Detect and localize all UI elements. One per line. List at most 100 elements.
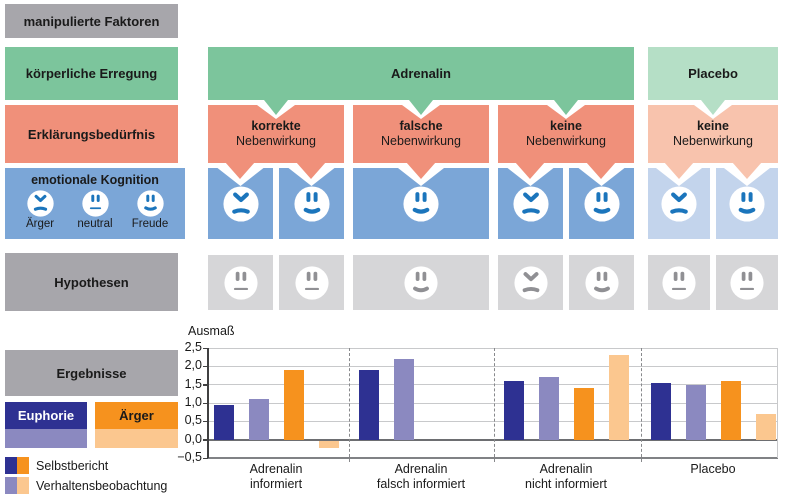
connector-arrow	[664, 162, 694, 179]
x-category-label-line: nicht informiert	[525, 477, 607, 491]
side-effect-bold: falsche	[399, 119, 443, 133]
y-tick-label: 2,5	[184, 340, 202, 354]
euphoria-result-box: Euphorie	[5, 402, 87, 448]
legend-verhaltensbeobachtung: Verhaltensbeobachtung	[5, 477, 167, 494]
legend-label: Selbstbericht	[36, 458, 109, 473]
hypothesis-box-korrekte-1	[208, 255, 273, 310]
connector-arrow	[701, 100, 725, 115]
happy-face-icon	[729, 186, 765, 222]
verhalten-aerger-swatch	[17, 477, 29, 494]
gridline	[208, 365, 778, 367]
y-tick-label: 1,0	[184, 395, 202, 409]
group-separator	[493, 348, 495, 462]
connector-arrow	[296, 162, 326, 179]
angry-face-icon	[661, 186, 697, 222]
connector-arrow	[515, 162, 545, 179]
bar-series1-group4	[650, 382, 671, 440]
hypothesis-box-korrekte-2	[279, 255, 344, 310]
legend-item-joy: Freude	[124, 190, 176, 230]
group-separator	[641, 348, 642, 462]
hypothesis-box-placebo-2	[716, 255, 778, 310]
x-category-label-line: Adrenalin	[249, 462, 303, 476]
happy-face-icon	[404, 265, 438, 300]
y-axis-tick	[203, 365, 208, 368]
legend-label: Verhaltensbeobachtung	[36, 478, 168, 493]
anger-result-box: Ärger	[95, 402, 178, 448]
happy-face-icon	[584, 186, 620, 222]
neutral-face-icon	[223, 265, 258, 300]
bar-series4-group1	[318, 440, 339, 448]
happy-face-icon	[136, 190, 164, 217]
angry-face-icon	[513, 186, 549, 222]
angry-face-icon	[26, 190, 54, 217]
cognition-box-placebo-2	[716, 168, 778, 239]
connector-arrow	[732, 162, 762, 179]
side-effect-bold: keine	[697, 119, 729, 133]
gridline	[208, 347, 778, 349]
anger-face-label: Ärger	[25, 218, 55, 230]
y-axis-tick	[203, 457, 208, 459]
row-label-emotional-cognition: emotionale Kognition Ärger neutral Freud…	[5, 168, 185, 239]
connector-arrow	[554, 100, 578, 115]
angry-face-icon	[223, 186, 259, 222]
side-effect-rest: Nebenwirkung	[381, 134, 461, 148]
x-category-label-line: Placebo	[690, 462, 736, 476]
connector-arrow	[264, 100, 288, 115]
row-label-need-for-explanation: Erklärungsbedürfnis	[5, 105, 178, 163]
connector-arrow	[225, 162, 255, 179]
legend-item-anger: Ärger	[14, 190, 66, 230]
chart-title: Ausmaß	[188, 324, 235, 338]
x-category-label-line: falsch informiert	[376, 477, 466, 491]
y-axis-tick	[203, 402, 208, 404]
plot-right-border	[777, 348, 778, 458]
x-category-label-line: Adrenalin	[394, 462, 448, 476]
bar-series2-group3	[538, 377, 559, 440]
row-label-hypotheses: Hypothesen	[5, 253, 178, 311]
adrenalin-box: Adrenalin	[208, 47, 634, 100]
x-category-label-line: informiert	[249, 477, 303, 491]
y-axis-tick	[203, 439, 208, 441]
x-category-label: Placebo	[643, 462, 783, 477]
verhalten-euphorie-swatch	[5, 477, 17, 494]
group-separator	[348, 348, 350, 462]
x-category-label-line: Adrenalin	[539, 462, 593, 476]
hypothesis-box-placebo-1	[648, 255, 710, 310]
happy-face-icon	[584, 265, 619, 300]
side-effect-rest: Nebenwirkung	[236, 134, 316, 148]
y-axis-line	[207, 348, 209, 458]
placebo-box: Placebo	[648, 47, 778, 100]
side-effect-rest: Nebenwirkung	[673, 134, 753, 148]
cognition-box-keine-2	[569, 168, 634, 239]
anger-label: Ärger	[95, 402, 178, 429]
connector-arrow	[586, 162, 616, 179]
gridline	[208, 384, 778, 386]
connector-arrow	[409, 100, 433, 115]
legend-selbstbericht: Selbstbericht	[5, 457, 108, 474]
gridline	[208, 457, 778, 459]
cognition-box-keine-1	[498, 168, 563, 239]
bar-series1-group3	[503, 381, 524, 440]
side-effect-rest: Nebenwirkung	[526, 134, 606, 148]
happy-face-icon	[294, 186, 330, 222]
y-tick-label: −0,5	[177, 450, 202, 464]
side-effect-bold: korrekte	[251, 119, 301, 133]
selbstbericht-euphorie-swatch	[5, 457, 17, 474]
bar-series2-group4	[685, 384, 706, 440]
gridline	[208, 420, 778, 422]
bar-series4-group4	[755, 414, 776, 440]
y-tick-label: 1,5	[184, 376, 202, 391]
neutral-face-icon	[81, 190, 109, 217]
neutral-face-icon	[662, 265, 696, 300]
euphoria-label: Euphorie	[5, 402, 87, 429]
side-effect-bold: keine	[550, 119, 582, 133]
neutral-face-icon	[294, 265, 329, 300]
bar-series1-group1	[213, 404, 234, 440]
gridline	[208, 402, 778, 404]
selbstbericht-aerger-swatch	[17, 457, 29, 474]
y-tick-label: 0,0	[184, 431, 202, 446]
y-axis-tick	[203, 347, 208, 349]
